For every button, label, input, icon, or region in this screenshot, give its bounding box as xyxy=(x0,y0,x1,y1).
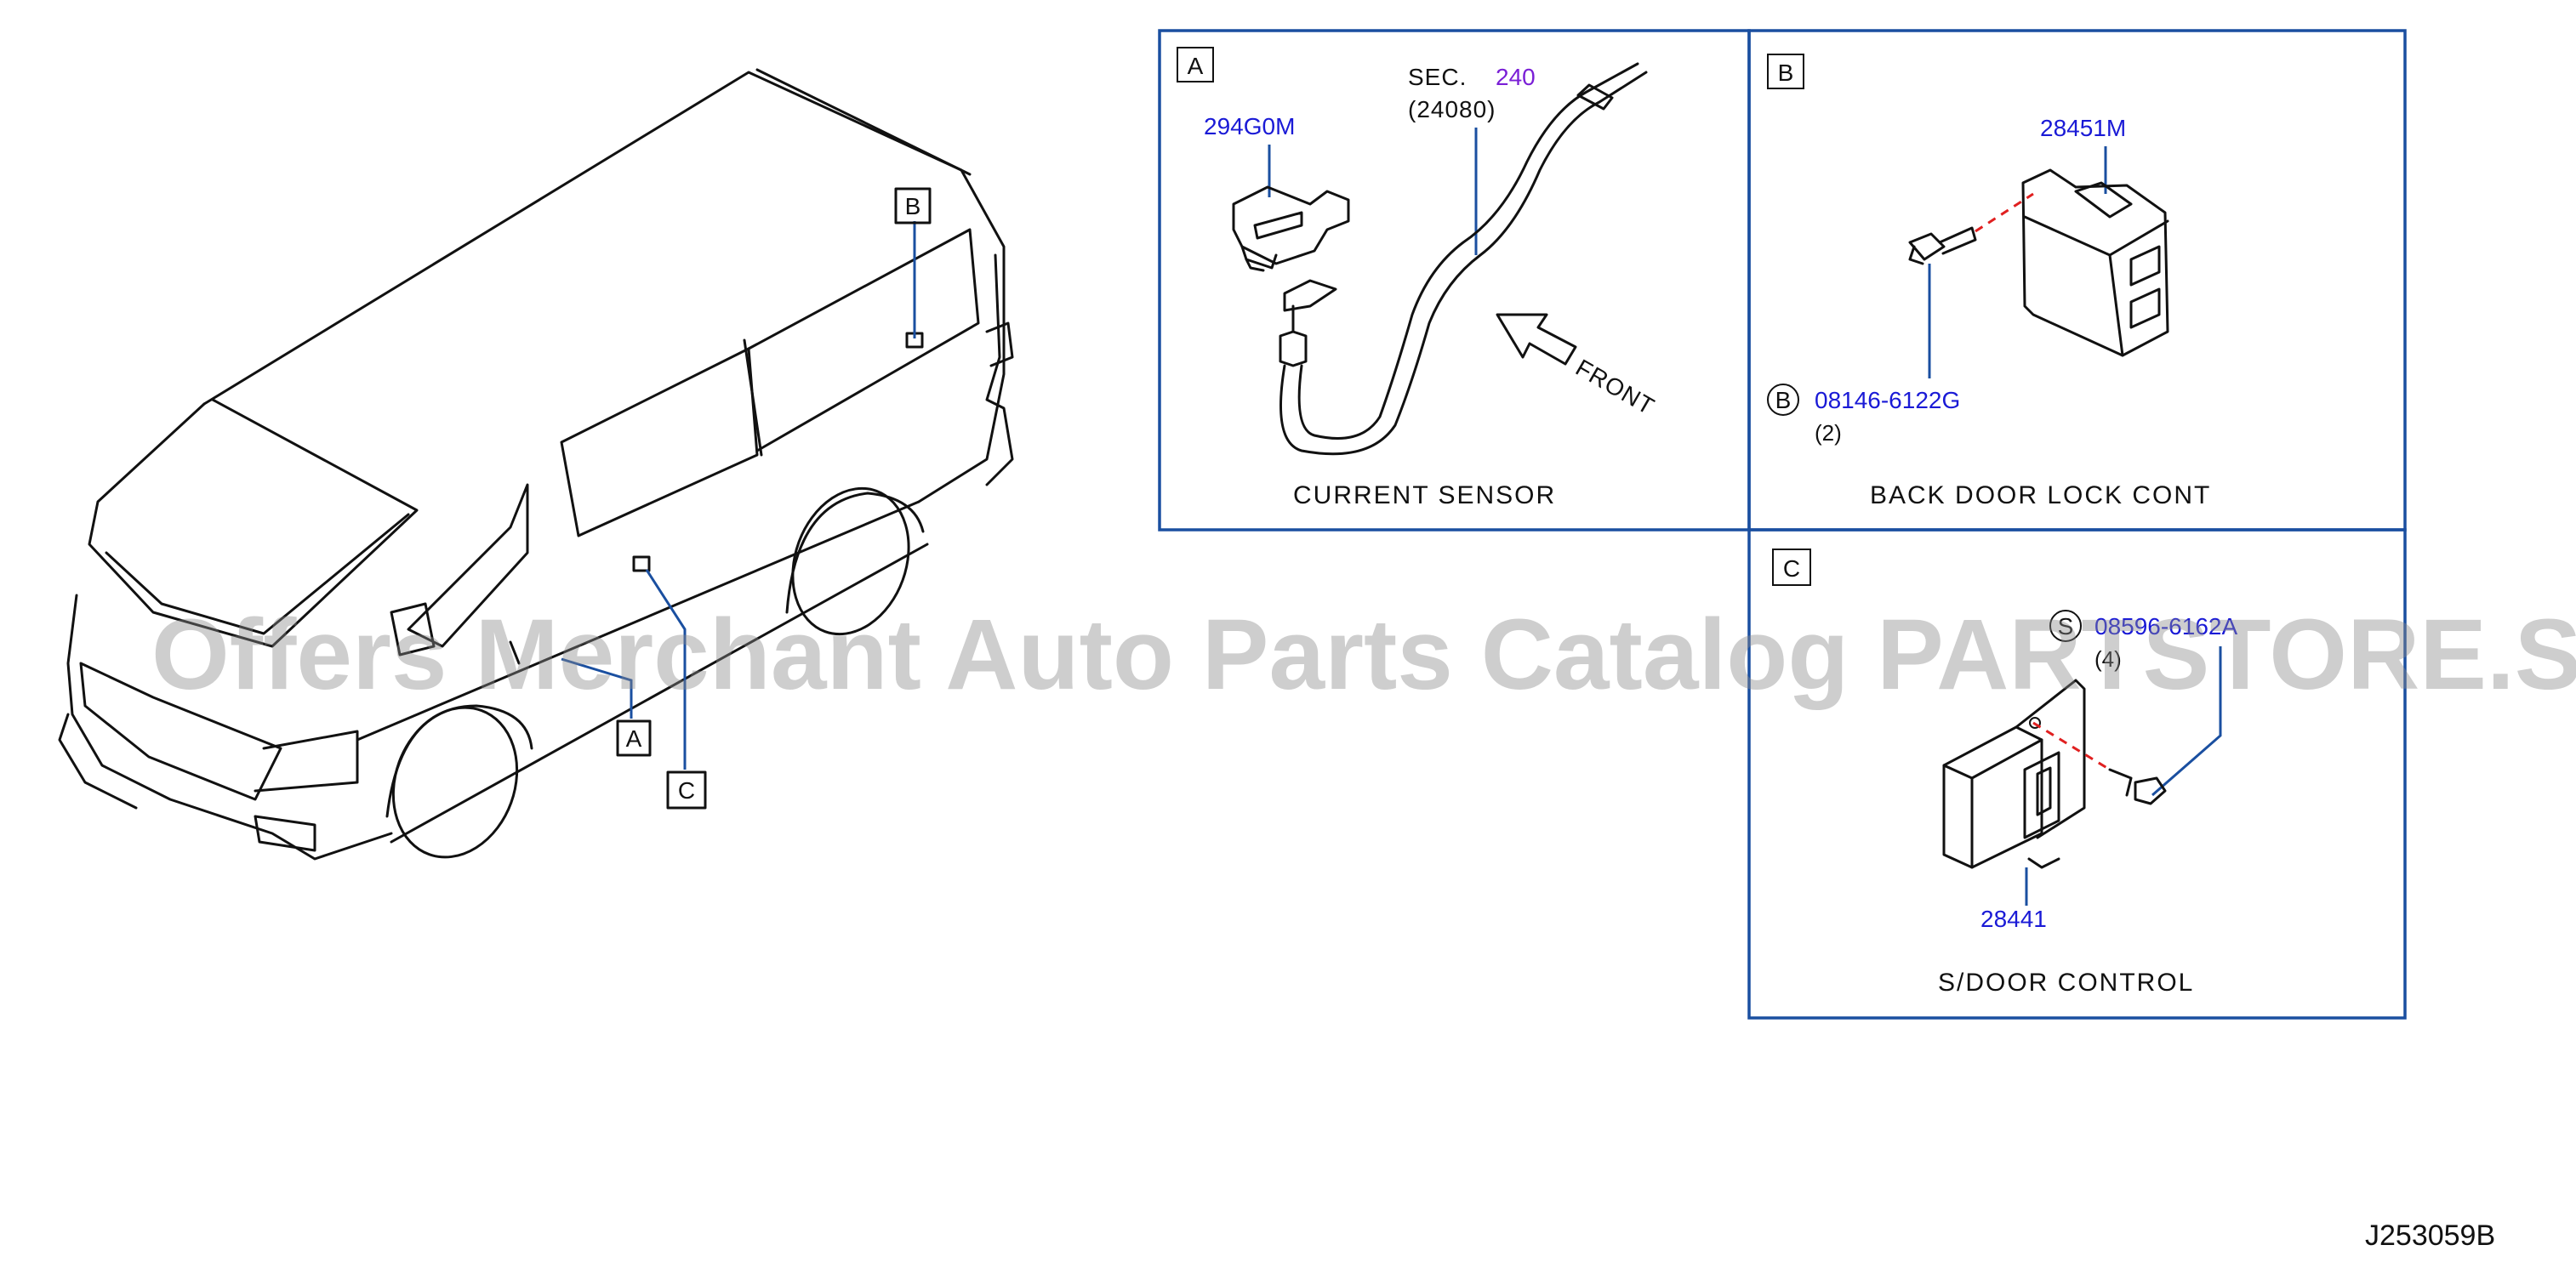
screw-part-number[interactable]: 08596-6162A xyxy=(2094,613,2237,640)
overview-callout-b: B xyxy=(894,187,932,225)
svg-text:S: S xyxy=(2058,613,2074,640)
sliding-door-control-illustration xyxy=(1942,679,2086,869)
bolt-marker-circle: B xyxy=(1767,384,1799,416)
sensor-cable-illustration xyxy=(1279,62,1648,456)
bolt-quantity: (2) xyxy=(1815,420,1842,446)
back-door-lock-unit-illustration xyxy=(2021,168,2169,357)
bolt-part-number[interactable]: 08146-6122G xyxy=(1815,387,1960,413)
back-door-lock-cont-part-number[interactable]: 28451M xyxy=(2040,115,2126,141)
bolt-illustration xyxy=(1908,226,1977,265)
sec-subnumber: (24080) xyxy=(1408,96,1496,122)
overview-callout-a: A xyxy=(616,719,652,757)
svg-text:B: B xyxy=(905,193,921,219)
panel-a-title: CURRENT SENSOR xyxy=(1293,481,1556,509)
current-sensor-part-number[interactable]: 294G0M xyxy=(1204,113,1295,139)
front-arrow-icon xyxy=(1496,313,1577,366)
panel-c-letter: C xyxy=(1783,555,1800,582)
panel-b-letter: B xyxy=(1778,60,1794,86)
panel-a-letter: A xyxy=(1188,53,1204,79)
panel-b-title: BACK DOOR LOCK CONT xyxy=(1870,481,2211,509)
screw-illustration xyxy=(2108,768,2167,805)
sec-label: SEC. xyxy=(1408,64,1467,90)
panel-c-title: S/DOOR CONTROL xyxy=(1938,969,2194,997)
panel-c: C S 08596-6162A (4) 28441 S/DOOR CONTROL xyxy=(1772,549,2237,997)
panel-a: A SEC. 240 (24080) 294G0M FRONT CURRENT … xyxy=(1177,47,1659,509)
current-sensor-illustration xyxy=(1232,185,1350,272)
sliding-door-control-part-number[interactable]: 28441 xyxy=(1980,906,2047,932)
drawing-reference: J253059B xyxy=(2365,1219,2495,1252)
panel-b-frame xyxy=(1747,29,2407,532)
sec-number[interactable]: 240 xyxy=(1496,64,1536,90)
svg-text:C: C xyxy=(678,777,695,804)
screw-marker-circle: S xyxy=(2049,610,2082,642)
front-label: FRONT xyxy=(1571,354,1659,420)
svg-text:A: A xyxy=(626,725,642,752)
watermark-text: Offers Merchant Auto Parts Catalog PARTS… xyxy=(151,599,2576,711)
panel-c-frame xyxy=(1747,528,2407,1020)
screw-quantity: (4) xyxy=(2094,646,2122,672)
svg-text:B: B xyxy=(1775,387,1792,413)
overview-callout-c: C xyxy=(666,770,707,810)
panel-b: B 28451M B 08146-6122G (2) BACK DOOR LOC… xyxy=(1767,54,2211,509)
van-drawing xyxy=(58,68,1014,861)
